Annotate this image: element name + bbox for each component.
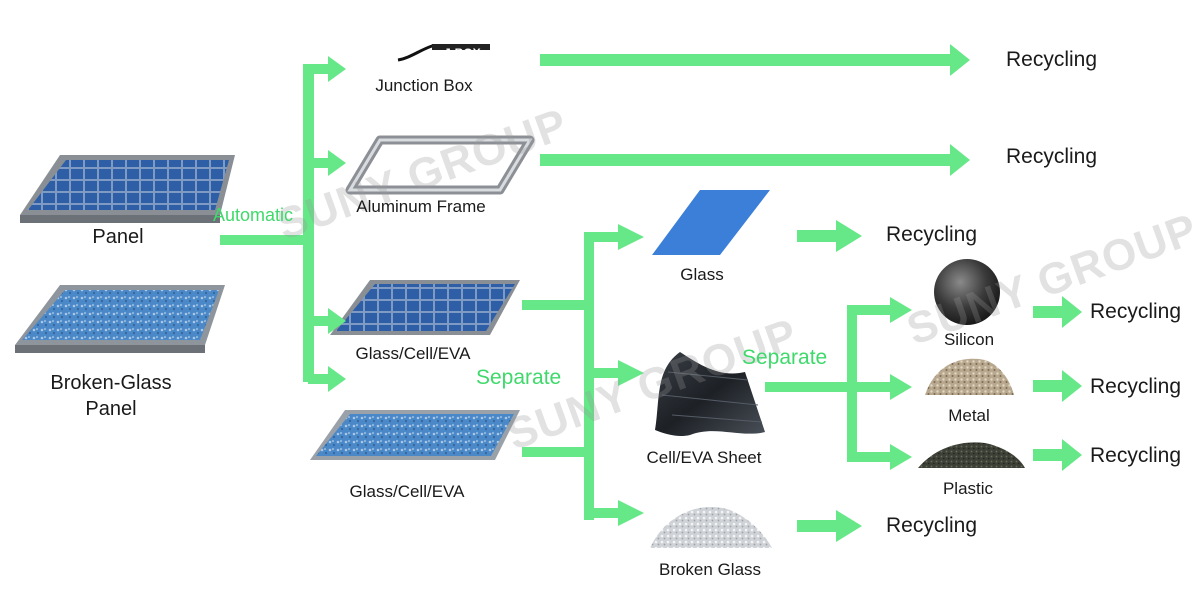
label-recycling-silicon: Recycling xyxy=(1090,300,1182,323)
arrow-glass-recycling xyxy=(797,220,862,252)
arrow-sep2-trunk xyxy=(847,305,857,462)
label-junction-box: Junction Box xyxy=(375,76,473,95)
label-plastic: Plastic xyxy=(942,479,994,498)
glass-cell-eva-top-image xyxy=(330,280,520,335)
arrow-plastic-recycling xyxy=(1033,439,1082,471)
label-panel: Panel xyxy=(92,226,144,248)
arrow-sep1-trunk xyxy=(584,232,594,520)
arrow-to-glass-cell-eva-top xyxy=(308,308,346,334)
label-separate-2: Separate xyxy=(742,346,828,369)
glass-sheet-image xyxy=(652,190,770,255)
junction-box-image xyxy=(397,44,490,62)
label-recycling-metal: Recycling xyxy=(1090,375,1182,398)
arrow-to-broken-glass xyxy=(590,500,644,526)
label-cell-eva-sheet: Cell/EVA Sheet xyxy=(646,448,762,467)
arrow-junction-recycling xyxy=(540,44,970,76)
cell-eva-sheet-image xyxy=(655,352,765,437)
plastic-image xyxy=(918,442,1025,468)
aluminum-frame-image xyxy=(345,135,535,195)
label-recycling-junction-box: Recycling xyxy=(1006,48,1098,71)
flow-arrows xyxy=(220,44,1082,542)
label-glass-cell-eva-top: Glass/Cell/EVA xyxy=(355,344,471,363)
label-aluminum-frame: Aluminum Frame xyxy=(356,197,486,216)
label-automatic: Automatic xyxy=(213,205,294,225)
label-recycling-plastic: Recycling xyxy=(1090,444,1182,467)
arrow-to-cell-eva-sheet xyxy=(590,360,644,386)
arrow-to-glass xyxy=(590,224,644,250)
arrow-metal-recycling xyxy=(1033,370,1082,402)
label-silicon: Silicon xyxy=(943,330,995,349)
label-recycling-broken-glass: Recycling xyxy=(886,514,978,537)
label-broken-glass-panel-line1: Broken-Glass xyxy=(50,372,172,394)
silicon-image xyxy=(934,259,1000,325)
broken-glass-pile-image xyxy=(650,506,772,548)
label-broken-glass: Broken Glass xyxy=(658,560,762,579)
arrow-broken-glass-recycling xyxy=(797,510,862,542)
arrow-silicon-recycling xyxy=(1033,296,1082,328)
glass-cell-eva-bottom-image xyxy=(310,410,520,460)
metal-image xyxy=(925,358,1014,395)
label-broken-glass-panel-line2: Panel xyxy=(85,398,137,420)
arrow-to-plastic xyxy=(853,444,912,470)
arrow-to-metal xyxy=(853,374,912,400)
arrow-to-junction-box xyxy=(308,56,346,82)
arrow-sep1-top-in xyxy=(522,300,584,310)
arrow-sep2-in xyxy=(765,382,850,392)
label-recycling-glass: Recycling xyxy=(886,223,978,246)
arrow-to-aluminum-frame xyxy=(308,150,346,176)
arrow-main-trunk xyxy=(303,64,314,382)
broken-glass-panel-image xyxy=(15,285,225,353)
arrow-to-silicon xyxy=(853,297,912,323)
label-recycling-aluminum-frame: Recycling xyxy=(1006,145,1098,168)
label-glass: Glass xyxy=(680,265,724,284)
arrow-sep1-bottom-in xyxy=(522,447,584,457)
label-glass-cell-eva-bottom: Glass/Cell/EVA xyxy=(349,482,465,501)
arrow-to-glass-cell-eva-bottom xyxy=(308,366,346,392)
arrow-frame-recycling xyxy=(540,144,970,176)
label-metal: Metal xyxy=(948,406,990,425)
arrow-automatic-stem xyxy=(220,235,308,245)
label-separate-1: Separate xyxy=(476,366,562,389)
panel-image xyxy=(20,155,235,223)
jbox-tag: J-BOX xyxy=(444,46,481,60)
